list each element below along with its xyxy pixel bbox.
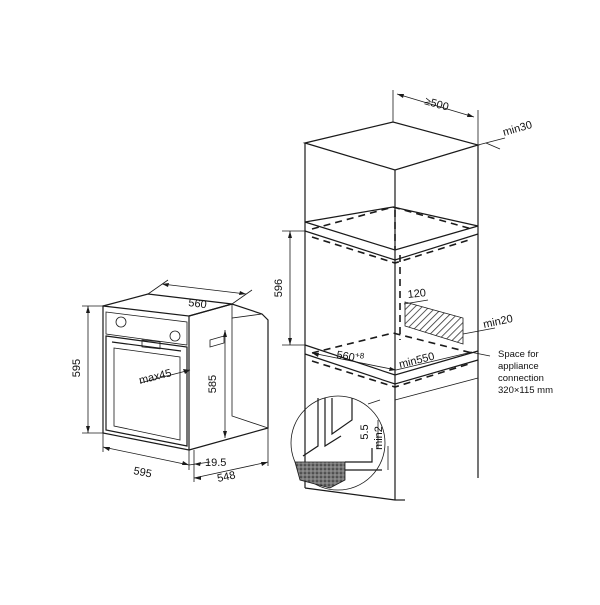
oven-drawing [102, 293, 269, 451]
oven-width-label: 595 [132, 465, 152, 480]
niche-height-label: 596 [273, 279, 285, 297]
oven-height-right-label: 585 [207, 375, 219, 393]
detail-min-label: min2 [373, 426, 385, 450]
oven-total-depth-label: 548 [216, 469, 236, 485]
cabinet-dimensions [282, 90, 506, 470]
oven-depth-label: 560 [188, 297, 208, 311]
door-angle-label: max45 [138, 367, 173, 387]
niche-width-label: 560+8 [335, 347, 365, 366]
cabinet-gap-top-label: min30 [502, 119, 534, 139]
note-line-3: connection [498, 373, 544, 384]
cabinet-depth-label: ≥500 [423, 95, 450, 113]
detail-step-label: 5.5 [359, 424, 371, 439]
note-line-4: 320×115 mm [498, 385, 553, 396]
note-line-2: appliance [498, 361, 539, 372]
min-width-label: min550 [398, 351, 436, 371]
oven-front-label: 19.5 [205, 457, 226, 469]
oven-height-left-label: 595 [71, 359, 83, 377]
cabinet-drawing [290, 121, 481, 501]
oven-dimensions [82, 279, 269, 482]
gap-side-label: min20 [482, 313, 514, 331]
cutout-label: 120 [407, 287, 427, 301]
note-line-1: Space for [498, 349, 539, 360]
